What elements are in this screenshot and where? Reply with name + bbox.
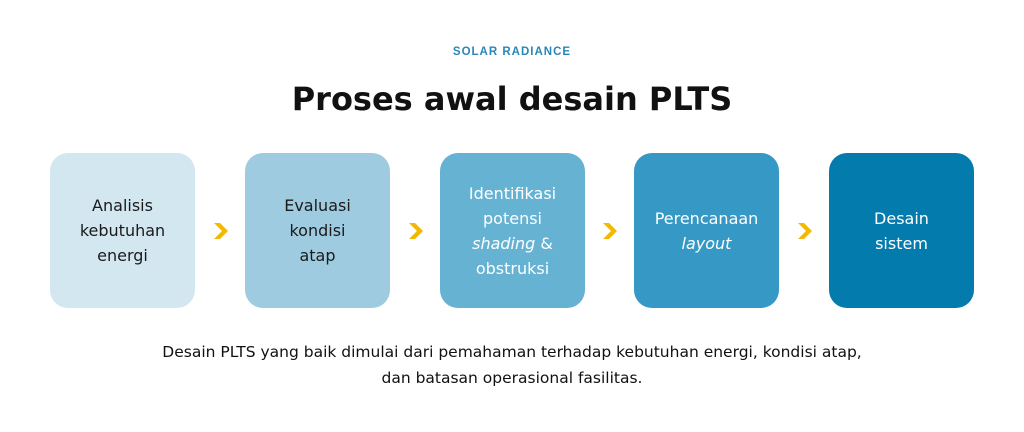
caption-line: dan batasan operasional fasilitas. xyxy=(381,369,643,387)
step-text-line: potensi xyxy=(483,208,542,228)
step-text-line: layout xyxy=(681,233,732,253)
chevron-right-icon xyxy=(603,223,617,239)
step-text-line: Desain xyxy=(874,208,929,228)
step-text-line: Evaluasi xyxy=(284,196,351,215)
step-evaluasi-kondisi-atap: Evaluasi kondisi atap xyxy=(245,153,390,308)
step-analisis-kebutuhan-energi: Analisis kebutuhan energi xyxy=(50,153,195,308)
diagram-caption: Desain PLTS yang baik dimulai dari pemah… xyxy=(0,339,1024,391)
step-text-line: Analisis xyxy=(92,196,153,215)
step-text-line: Perencanaan xyxy=(654,208,759,228)
step-text-line: obstruksi xyxy=(475,258,550,278)
step-text-line: Identifikasi xyxy=(468,183,557,203)
step-text-plain: & xyxy=(535,233,553,253)
chevron-right-icon xyxy=(798,223,812,239)
step-text-line: atap xyxy=(299,246,336,265)
step-identifikasi-shading: Identifikasi potensi shading & obstruksi xyxy=(440,153,585,308)
step-perencanaan-layout: Perencanaan layout xyxy=(634,153,779,308)
diagram-title: Proses awal desain PLTS xyxy=(291,80,733,118)
step-text-line: kebutuhan xyxy=(79,221,166,240)
caption-line: Desain PLTS yang baik dimulai dari pemah… xyxy=(162,343,862,361)
process-flow: Analisis kebutuhan energi Evaluasi kondi… xyxy=(50,153,974,308)
step-text-line: sistem xyxy=(875,233,928,253)
step-text-line: kondisi xyxy=(289,221,346,240)
step-text-line: shading & xyxy=(469,231,556,256)
brand-label: SOLAR RADIANCE xyxy=(452,46,572,58)
chevron-right-icon xyxy=(214,223,228,239)
chevron-right-icon xyxy=(409,223,423,239)
step-text-line: energi xyxy=(97,246,148,265)
step-desain-sistem: Desain sistem xyxy=(829,153,974,308)
step-text-italic: shading xyxy=(472,233,536,253)
